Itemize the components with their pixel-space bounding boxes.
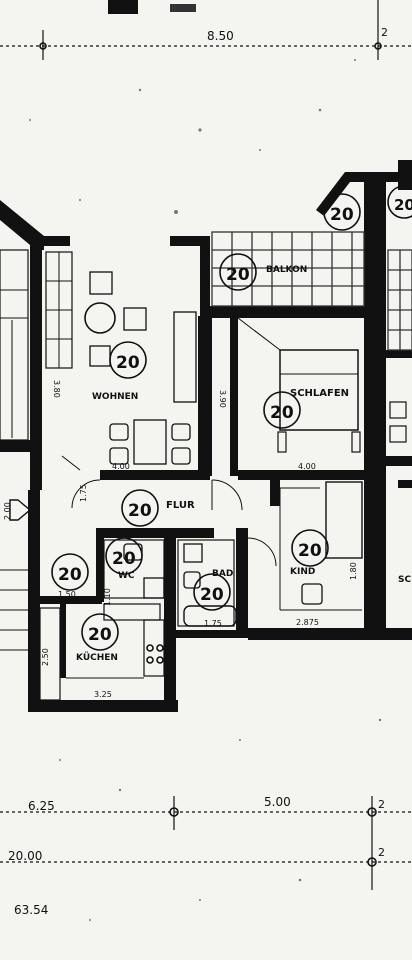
dim-misc: 2.00: [3, 502, 12, 520]
kuechen-fixtures: [39, 603, 165, 701]
bottom-dimension-lines: [0, 796, 412, 890]
tag-circle-flur: [121, 489, 159, 527]
tag-schlafen: 20: [270, 403, 294, 423]
tag-circle-wc: [105, 537, 143, 575]
room-label-wc: WC: [118, 571, 135, 581]
walls: [0, 160, 412, 712]
tag-flur: 20: [128, 501, 152, 521]
tag-corridor: 20: [58, 565, 82, 585]
dim-bad-width: 1.75: [204, 619, 222, 628]
bad-fixtures: [177, 539, 237, 627]
top-span-label: 8.50: [207, 29, 234, 43]
tag-wohnen: 20: [116, 353, 140, 373]
dim-schlafen-depth: 3.90: [218, 390, 227, 408]
bottom-span-label: 5.00: [264, 795, 291, 809]
right-edge-tiles: [387, 249, 412, 443]
flur-doors: [61, 455, 277, 567]
dim-kind-depth: 1.80: [349, 562, 358, 580]
dim-wohnen-width: 4.00: [112, 462, 130, 471]
kind-furniture: [279, 481, 363, 611]
tag-kind: 20: [298, 541, 322, 561]
room-label-kind: KIND: [290, 567, 315, 577]
room-label-kuechen: KÜCHEN: [76, 652, 118, 663]
dim-wohnen-depth: 3.80: [52, 380, 61, 398]
room-label-schlafen: SCHLAFEN: [290, 388, 349, 399]
level-label-3: 63.54: [14, 903, 48, 917]
room-label-wohnen: WOHNEN: [92, 392, 138, 402]
room-tag-circles: [51, 185, 412, 651]
level-label-2: 20.00: [8, 849, 42, 863]
dim-kuechen-width: 3.25: [94, 690, 112, 699]
tag-bad: 20: [200, 585, 224, 605]
tag-circle-balkon: [219, 253, 257, 291]
dim-bad-depth: 2.20: [237, 552, 246, 570]
tag-circle-bad: [193, 573, 231, 611]
tag-balkon: 20: [226, 265, 250, 285]
room-label-bad: BAD: [212, 569, 233, 579]
dim-kuechen-depth: 2.50: [41, 648, 50, 666]
tag-tower: 20: [330, 205, 354, 225]
tag-circle-edge: [387, 185, 412, 219]
dim-kind-width: 2.875: [296, 618, 319, 627]
room-label-balkon: BALKON: [266, 265, 307, 275]
balkon-tiles: [211, 231, 365, 307]
schlafen-furniture: [237, 317, 361, 453]
tag-circle-schlafen: [263, 391, 301, 429]
wohnen-furniture: [45, 251, 197, 465]
wc-fixtures: [103, 539, 165, 599]
tag-circle-wohnen: [109, 341, 147, 379]
tag-circle-kind: [291, 529, 329, 567]
dim-schlafen-width: 4.00: [298, 462, 316, 471]
tag-wc: 20: [112, 549, 136, 569]
tag-circle-tower: [323, 193, 361, 231]
bottom-axis-mark-1: 2: [378, 798, 385, 811]
dim-wc-depth: 1.10: [103, 588, 112, 606]
level-label-1: 6.25: [28, 799, 55, 813]
dim-wc-width: 1.50: [58, 590, 76, 599]
tag-circle-kuechen: [81, 613, 119, 651]
dim-flur-width: 1.75: [79, 484, 88, 502]
tag-kuechen: 20: [88, 625, 112, 645]
top-axis-mark: 2: [381, 26, 388, 39]
tag-circle-corridor: [51, 553, 89, 591]
scan-noise: [29, 59, 382, 921]
tag-edge: 20: [394, 196, 412, 214]
left-edge-stairs: [0, 249, 32, 651]
room-label-flur: FLUR: [166, 500, 195, 511]
top-dimension-line: [0, 0, 412, 60]
bottom-axis-mark-2: 2: [378, 846, 385, 859]
room-label-edge: SC: [398, 575, 411, 585]
